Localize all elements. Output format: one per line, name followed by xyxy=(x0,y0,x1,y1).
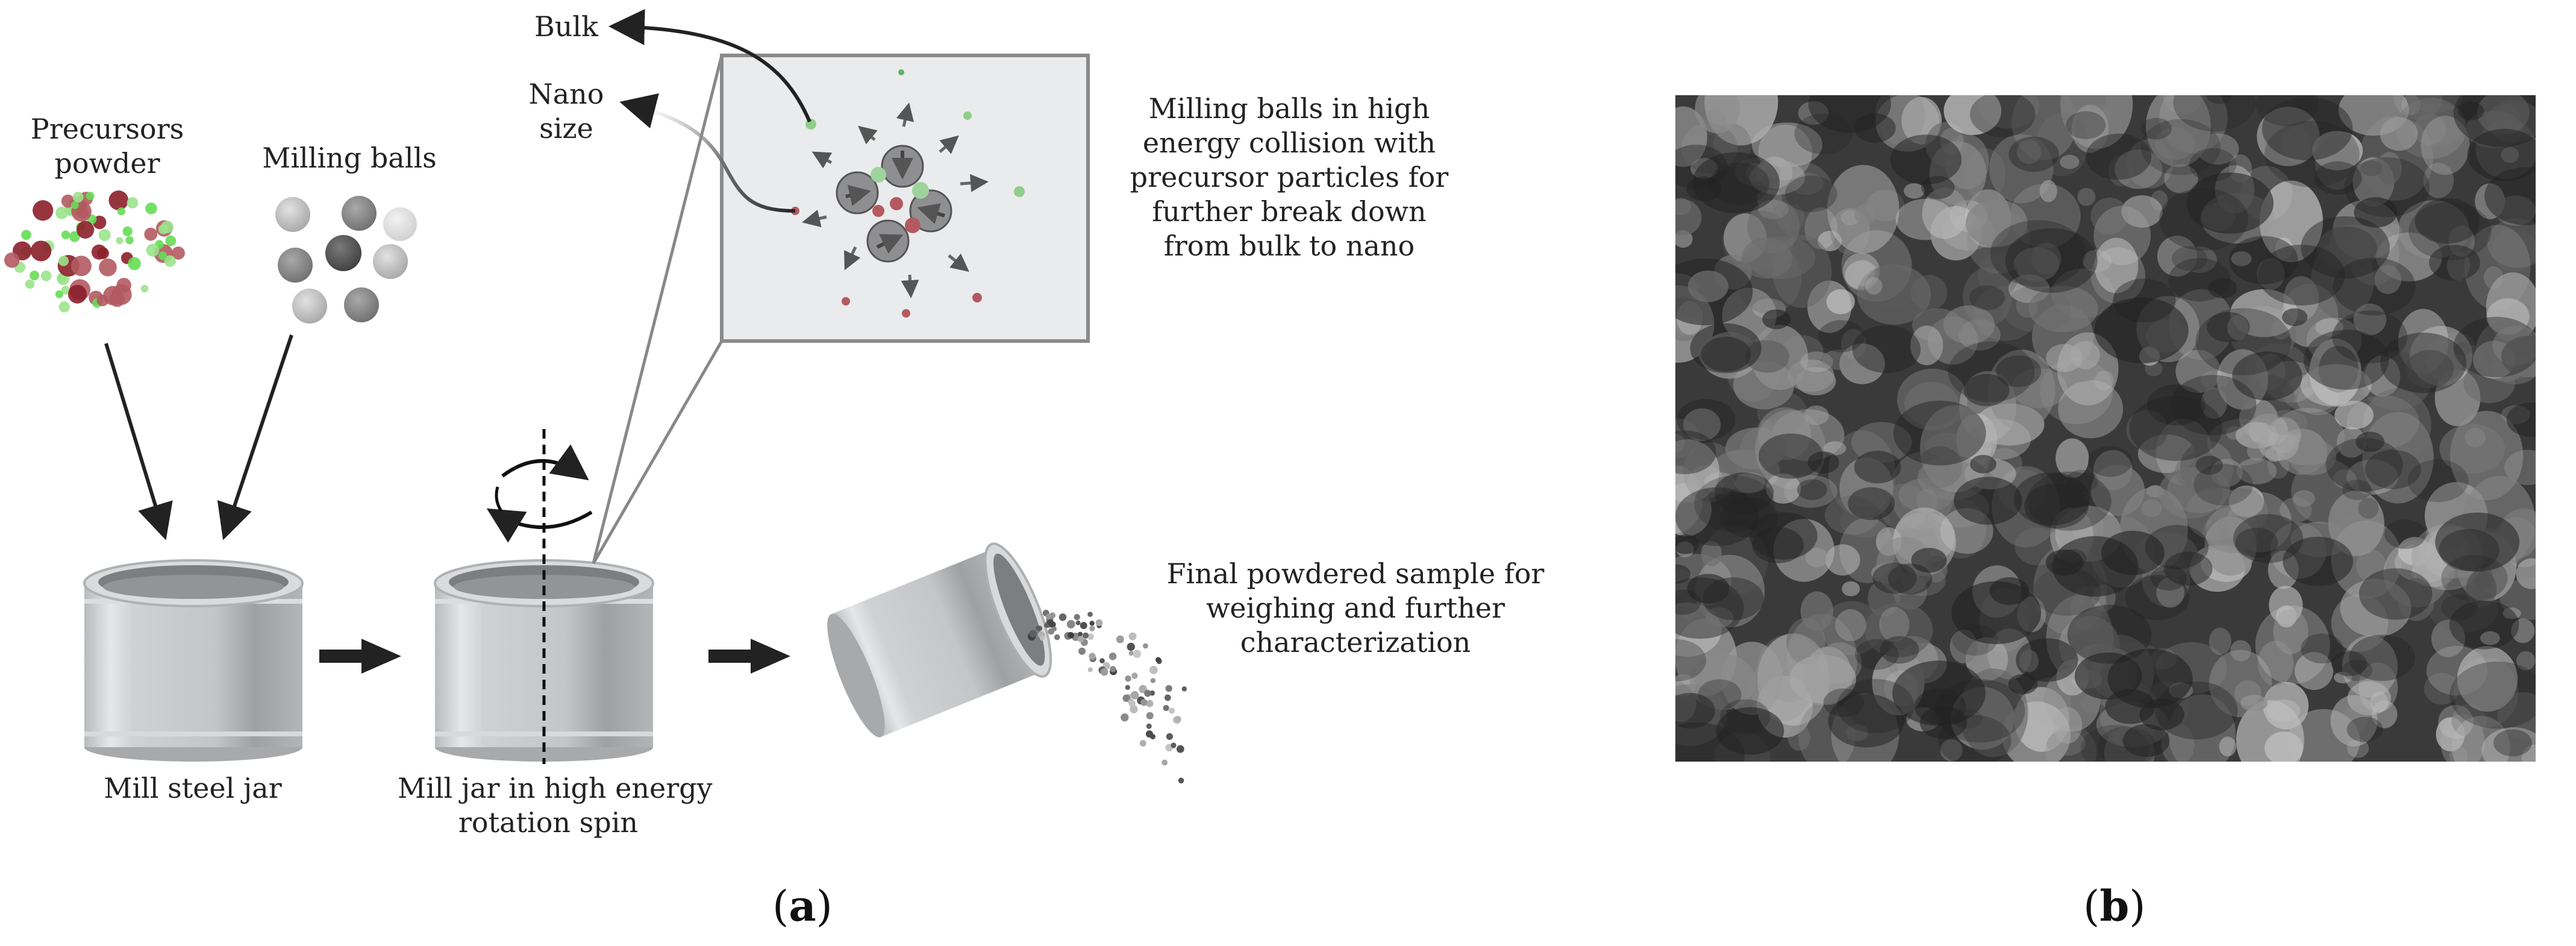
zoom-lines xyxy=(592,55,724,565)
collision-inset xyxy=(720,54,1090,343)
process-arrow-1 xyxy=(319,639,401,674)
panel-b-caption: (b) xyxy=(2083,881,2146,931)
precursor-to-jar-arrow xyxy=(104,343,173,540)
nano-size-label: Nano size xyxy=(528,78,604,145)
panel-a-caption: (a) xyxy=(772,881,833,931)
nano-arrow xyxy=(619,93,796,213)
milling-balls-label: Milling balls xyxy=(262,142,437,174)
tilted-jar-pouring xyxy=(827,542,1052,738)
bulk-arrow xyxy=(608,8,811,123)
final-sample-label: Final powdered sample for weighing and f… xyxy=(1166,557,1545,659)
process-arrow-2 xyxy=(708,639,790,674)
mill-steel-jar xyxy=(83,559,304,762)
mill-jar-rotation-label: Mill jar in high energy rotation spin xyxy=(398,772,713,839)
precursor-powder-cluster xyxy=(4,190,185,313)
collision-description-label: Milling balls in high energy collision w… xyxy=(1130,92,1449,262)
sem-micrograph-image xyxy=(1675,95,2536,762)
balls-to-jar-arrow xyxy=(217,334,293,540)
mill-steel-jar-label: Mill steel jar xyxy=(104,772,282,804)
powder-spray xyxy=(1027,609,1187,784)
bulk-label: Bulk xyxy=(534,10,598,43)
milling-balls-cluster xyxy=(275,196,417,324)
mill-jar-rotating xyxy=(434,429,654,764)
precursors-powder-label: Precursors powder xyxy=(30,113,184,180)
rotation-arrows-icon xyxy=(486,444,593,543)
